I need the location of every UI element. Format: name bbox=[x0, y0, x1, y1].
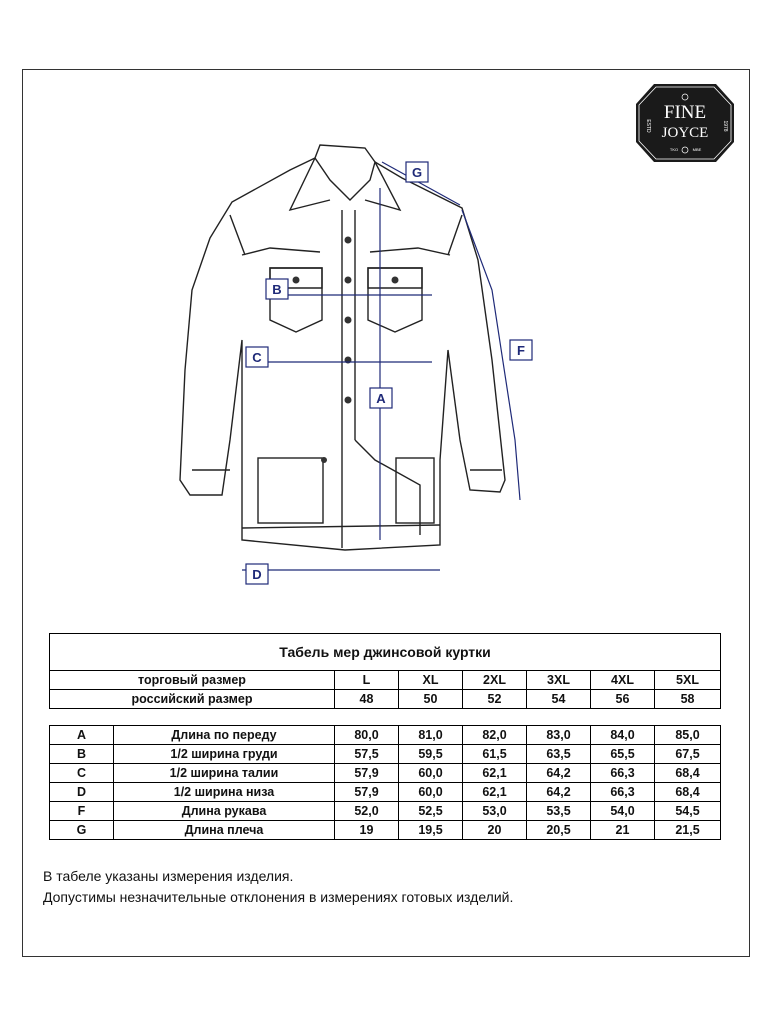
measure-code: F bbox=[49, 801, 114, 821]
trade-size-label: торговый размер bbox=[49, 670, 335, 690]
page-frame bbox=[22, 69, 750, 957]
ru-size: 54 bbox=[526, 689, 591, 709]
measure-name: 1/2 ширина низа bbox=[113, 782, 335, 802]
measure-value: 54,0 bbox=[590, 801, 655, 821]
brand-logo: FINE JOYCE ESTD 1978 TKO MBE bbox=[636, 84, 734, 162]
ru-size-label: российский размер bbox=[49, 689, 335, 709]
logo-line1: FINE bbox=[664, 102, 706, 123]
measure-code: A bbox=[49, 725, 114, 745]
note-line-1: В табеле указаны измерения изделия. bbox=[43, 868, 294, 884]
measure-row: A Длина по переду 80,0 81,0 82,0 83,0 84… bbox=[49, 725, 722, 745]
measure-value: 19,5 bbox=[398, 820, 463, 840]
measure-value: 65,5 bbox=[590, 744, 655, 764]
label-g: G bbox=[412, 165, 422, 180]
measure-value: 19 bbox=[334, 820, 399, 840]
measure-value: 54,5 bbox=[653, 801, 722, 821]
measure-value: 20 bbox=[462, 820, 527, 840]
size-header: 5XL bbox=[653, 670, 722, 690]
measure-row: D 1/2 ширина низа 57,9 60,0 62,1 64,2 66… bbox=[49, 782, 722, 802]
measure-value: 61,5 bbox=[462, 744, 527, 764]
measure-code: C bbox=[49, 763, 114, 783]
measure-row: F Длина рукава 52,0 52,5 53,0 53,5 54,0 … bbox=[49, 801, 722, 821]
ru-size-row: российский размер 48 50 52 54 56 58 bbox=[49, 689, 722, 709]
measure-value: 82,0 bbox=[462, 725, 527, 745]
table-spacer bbox=[49, 708, 721, 726]
size-header: L bbox=[334, 670, 399, 690]
jacket-outline bbox=[179, 144, 506, 551]
size-header: 4XL bbox=[590, 670, 655, 690]
table-title: Табель мер джинсовой куртки bbox=[48, 633, 722, 671]
measure-value: 59,5 bbox=[398, 744, 463, 764]
measure-value: 57,9 bbox=[334, 782, 399, 802]
measure-value: 80,0 bbox=[334, 725, 399, 745]
logo-bottom-left: TKO bbox=[670, 147, 678, 152]
measure-value: 52,0 bbox=[334, 801, 399, 821]
measure-value: 20,5 bbox=[526, 820, 591, 840]
ru-size: 56 bbox=[590, 689, 655, 709]
size-header: XL bbox=[398, 670, 463, 690]
size-header: 2XL bbox=[462, 670, 527, 690]
label-c: C bbox=[252, 350, 262, 365]
size-header: 3XL bbox=[526, 670, 591, 690]
label-f: F bbox=[517, 343, 525, 358]
measure-value: 63,5 bbox=[526, 744, 591, 764]
measure-code: D bbox=[49, 782, 114, 802]
measure-row: B 1/2 ширина груди 57,5 59,5 61,5 63,5 6… bbox=[49, 744, 722, 764]
measure-value: 52,5 bbox=[398, 801, 463, 821]
measure-value: 64,2 bbox=[526, 763, 591, 783]
measure-value: 81,0 bbox=[398, 725, 463, 745]
measure-name: Длина плеча bbox=[113, 820, 335, 840]
measure-value: 83,0 bbox=[526, 725, 591, 745]
notes: В табеле указаны измерения изделия. Допу… bbox=[43, 866, 513, 908]
measure-value: 66,3 bbox=[590, 782, 655, 802]
measure-value: 85,0 bbox=[653, 725, 722, 745]
measure-code: B bbox=[49, 744, 114, 764]
measure-value: 60,0 bbox=[398, 763, 463, 783]
note-line-2: Допустимы незначительные отклонения в из… bbox=[43, 889, 514, 905]
measure-value: 53,0 bbox=[462, 801, 527, 821]
ru-size: 52 bbox=[462, 689, 527, 709]
measure-name: Длина по переду bbox=[113, 725, 335, 745]
measure-value: 62,1 bbox=[462, 763, 527, 783]
label-d: D bbox=[252, 567, 261, 582]
ru-size: 58 bbox=[653, 689, 722, 709]
measure-value: 84,0 bbox=[590, 725, 655, 745]
measure-value: 57,5 bbox=[334, 744, 399, 764]
measure-value: 60,0 bbox=[398, 782, 463, 802]
measure-code: G bbox=[49, 820, 114, 840]
measure-name: Длина рукава bbox=[113, 801, 335, 821]
measure-value: 21 bbox=[590, 820, 655, 840]
logo-year: 1978 bbox=[722, 120, 728, 131]
measure-value: 67,5 bbox=[653, 744, 722, 764]
measure-value: 57,9 bbox=[334, 763, 399, 783]
ru-size: 48 bbox=[334, 689, 399, 709]
measure-value: 66,3 bbox=[590, 763, 655, 783]
measure-line-f bbox=[461, 209, 521, 501]
measure-name: 1/2 ширина талии bbox=[113, 763, 335, 783]
measure-value: 53,5 bbox=[526, 801, 591, 821]
ru-size: 50 bbox=[398, 689, 463, 709]
label-b: B bbox=[272, 282, 281, 297]
measure-value: 21,5 bbox=[653, 820, 722, 840]
measure-value: 62,1 bbox=[462, 782, 527, 802]
size-table: Табель мер джинсовой куртки торговый раз… bbox=[48, 633, 722, 840]
measure-name: 1/2 ширина груди bbox=[113, 744, 335, 764]
measure-value: 68,4 bbox=[653, 782, 722, 802]
measure-line-g bbox=[381, 161, 461, 206]
jacket-buttons bbox=[292, 236, 399, 463]
logo-bottom-right: MBE bbox=[693, 147, 702, 152]
label-a: A bbox=[376, 391, 386, 406]
jacket-diagram: B C D A G F bbox=[179, 144, 533, 585]
logo-line2: JOYCE bbox=[662, 125, 709, 141]
measure-value: 68,4 bbox=[653, 763, 722, 783]
measure-value: 64,2 bbox=[526, 782, 591, 802]
trade-size-row: торговый размер L XL 2XL 3XL 4XL 5XL bbox=[49, 670, 722, 690]
measure-row: G Длина плеча 19 19,5 20 20,5 21 21,5 bbox=[49, 820, 722, 840]
measure-row: C 1/2 ширина талии 57,9 60,0 62,1 64,2 6… bbox=[49, 763, 722, 783]
logo-estd: ESTD bbox=[645, 119, 651, 133]
